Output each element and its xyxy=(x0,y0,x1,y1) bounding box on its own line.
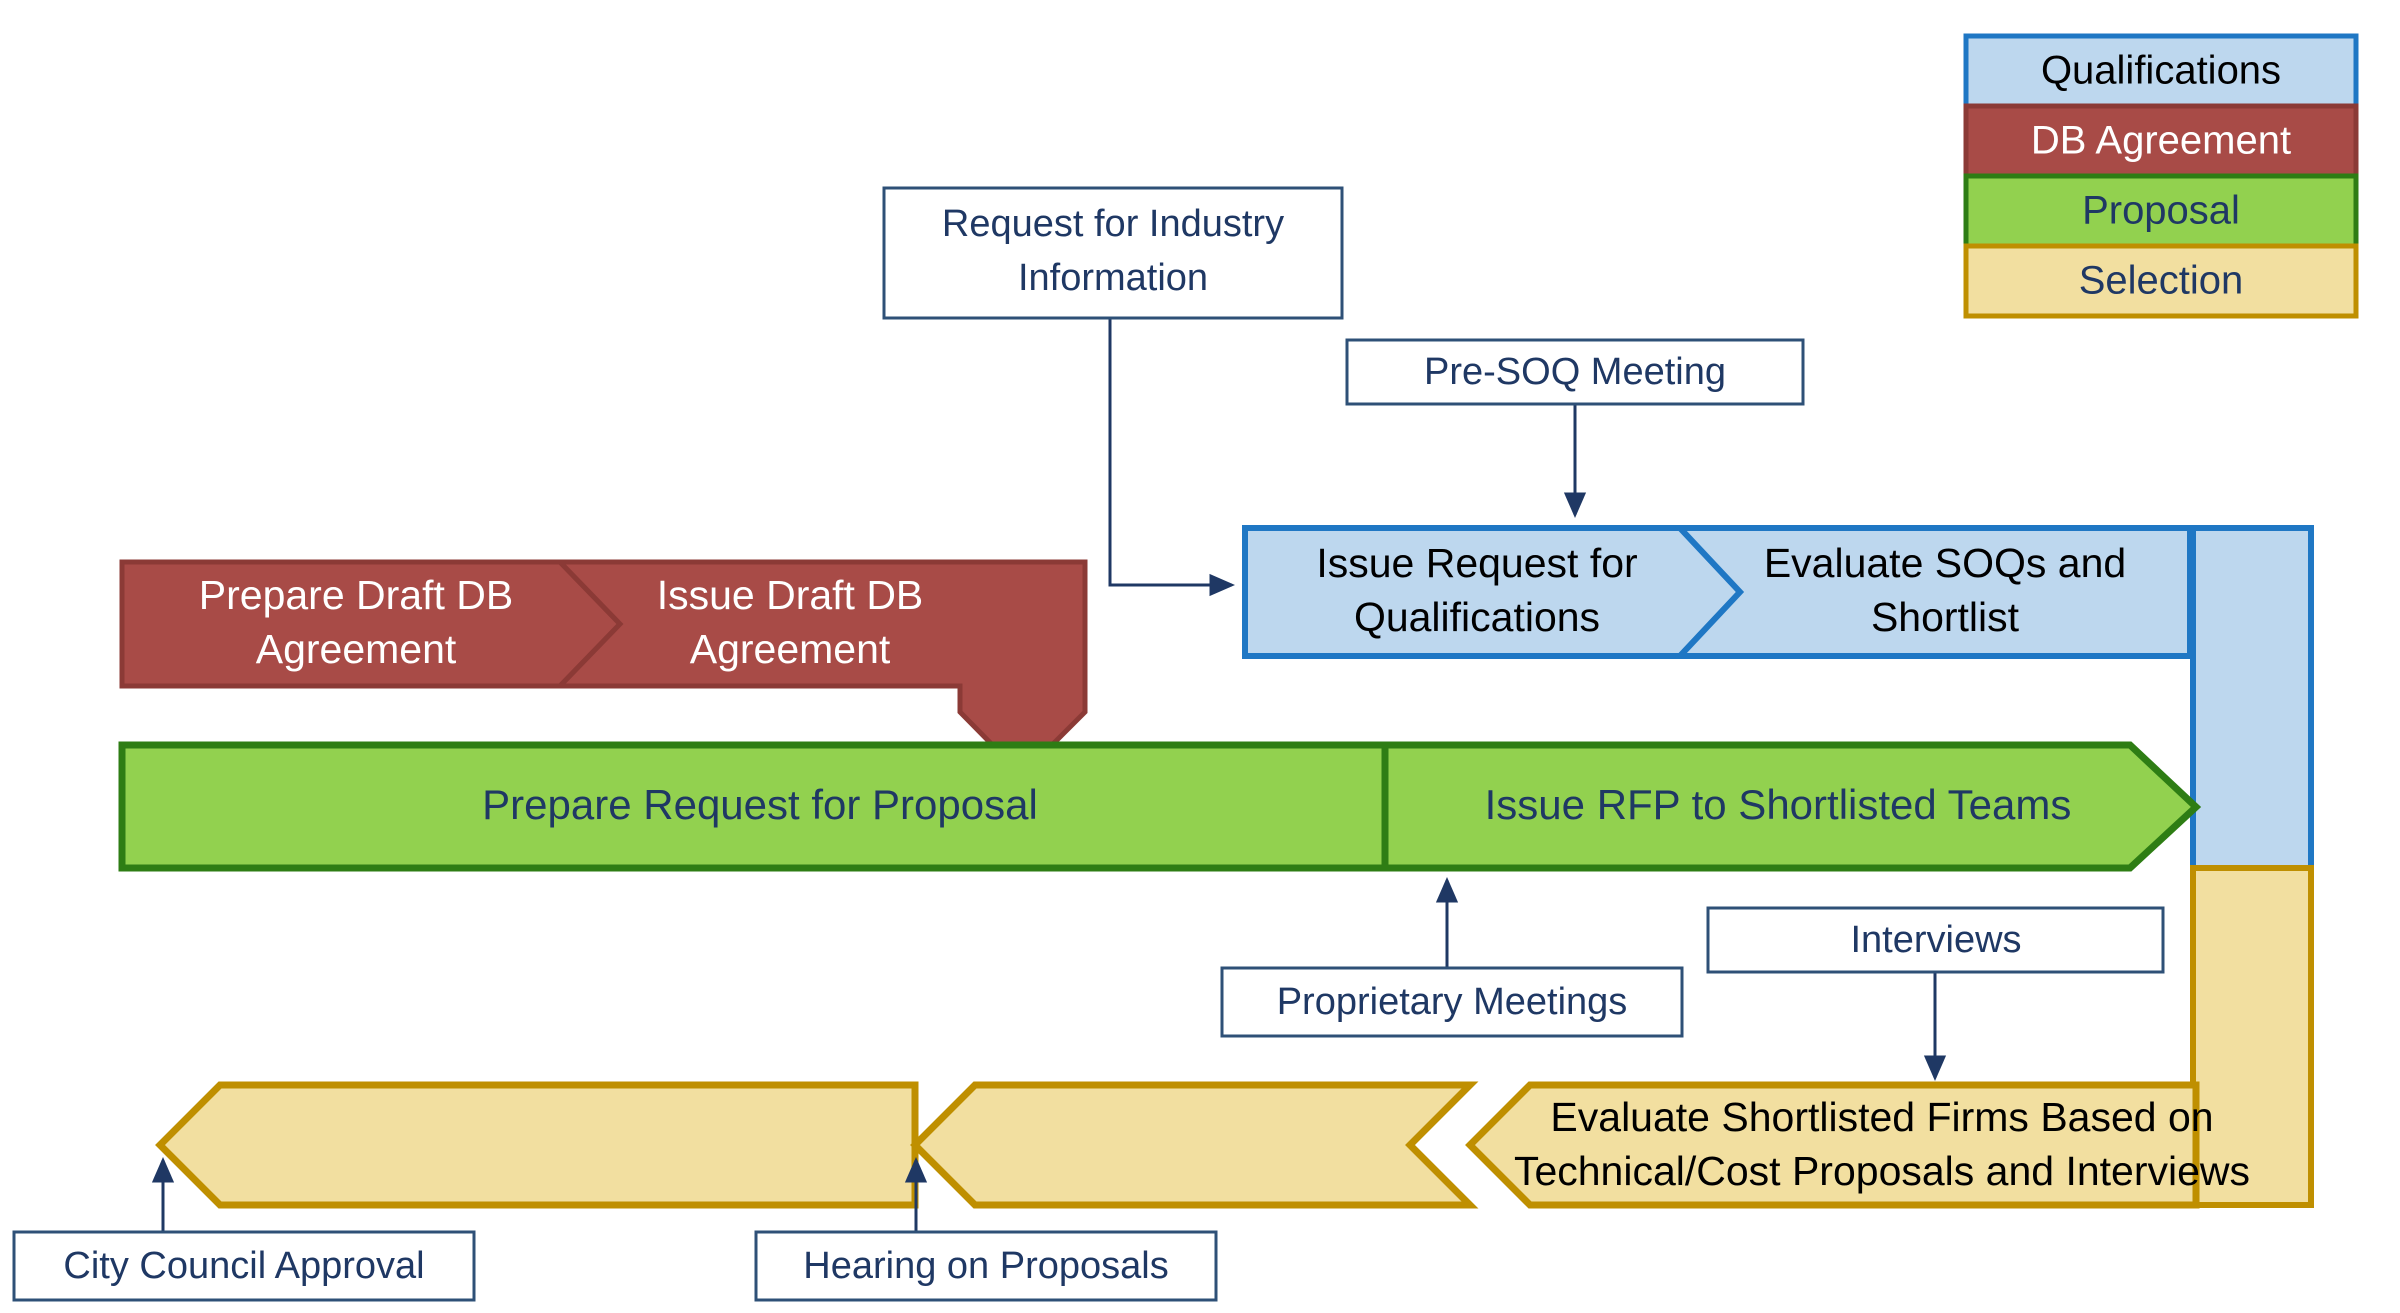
callout-hearing-on-proposals[interactable]: Hearing on Proposals xyxy=(754,1230,1218,1302)
selection-band: Evaluate Shortlisted Firms Based on Tech… xyxy=(155,1081,2250,1209)
legend-swatch-proposal xyxy=(1963,173,2359,249)
proposal-step-1-label: Prepare Request for Proposal xyxy=(482,781,1038,828)
qualifications-step-2-label-line1: Evaluate SOQs and xyxy=(1764,540,2126,586)
selection-step-3-label-line2: Technical/Cost Proposals and Interviews xyxy=(1514,1148,2250,1194)
callout-box-interviews xyxy=(1706,906,2165,974)
legend-swatch-qualifications xyxy=(1963,33,2359,109)
callout-city-council-approval[interactable]: City Council Approval xyxy=(12,1230,476,1302)
proposal-step-2-label: Issue RFP to Shortlisted Teams xyxy=(1485,781,2072,828)
db-agreement-band: Prepare Draft DB Agreement Issue Draft D… xyxy=(119,559,1088,779)
legend-item-db-agreement[interactable]: DB Agreement xyxy=(1963,103,2359,179)
callout-text-city-council-approval: City Council Approval xyxy=(63,1245,424,1287)
legend-label-db-agreement: DB Agreement xyxy=(2031,119,2291,163)
legend-swatch-db-agreement xyxy=(1963,103,2359,179)
callout-text-pre-soq: Pre-SOQ Meeting xyxy=(1424,351,1726,393)
db-agreement-step-2-label-line2: Agreement xyxy=(690,626,891,672)
qualifications-step-1-label-line1: Issue Request for xyxy=(1316,540,1637,586)
callout-box-industry-info xyxy=(882,186,1344,320)
selection-band-vertical-tail xyxy=(2190,865,2314,1208)
callout-text-interviews: Interviews xyxy=(1850,919,2021,961)
proposal-band: Prepare Request for Proposal Issue RFP t… xyxy=(118,741,2202,872)
selection-step-2-shape[interactable] xyxy=(910,1081,1479,1209)
callout-text-proprietary-meetings: Proprietary Meetings xyxy=(1277,981,1628,1023)
qualifications-step-1-label-line2: Qualifications xyxy=(1354,594,1600,640)
callout-text-industry-info-line1: Request for Industry xyxy=(942,203,1284,245)
legend-label-selection: Selection xyxy=(2079,259,2244,303)
selection-step-3-shape[interactable] xyxy=(1465,1081,2200,1209)
callout-box-hearing-on-proposals xyxy=(754,1230,1218,1302)
legend-item-proposal[interactable]: Proposal xyxy=(1963,173,2359,249)
db-agreement-step-1-label-line2: Agreement xyxy=(256,626,457,672)
selection-step-3-label-line1: Evaluate Shortlisted Firms Based on xyxy=(1550,1094,2213,1140)
connector-industry-info-to-rfq xyxy=(1108,318,1235,597)
legend-item-selection[interactable]: Selection xyxy=(1963,243,2359,319)
callout-pre-soq-meeting[interactable]: Pre-SOQ Meeting xyxy=(1345,338,1805,406)
callout-request-for-industry-information[interactable]: Request for Industry Information xyxy=(882,186,1344,320)
qualifications-band: Issue Request for Qualifications Evaluat… xyxy=(1242,525,2193,659)
callout-box-city-council-approval xyxy=(12,1230,476,1302)
qualifications-band-vertical-tail xyxy=(2190,525,2314,871)
legend-swatch-selection xyxy=(1963,243,2359,319)
process-phase-legend: Qualifications DB Agreement Proposal Sel… xyxy=(1963,33,2359,319)
legend-label-proposal: Proposal xyxy=(2082,189,2240,233)
callout-box-proprietary-meetings xyxy=(1220,966,1684,1038)
callout-text-industry-info-line2: Information xyxy=(1018,257,1208,299)
db-agreement-step-1-label-line1: Prepare Draft DB xyxy=(199,572,513,618)
callout-box-pre-soq xyxy=(1345,338,1805,406)
qualifications-step-2-shape[interactable] xyxy=(1673,525,2193,659)
selection-step-1-shape[interactable] xyxy=(155,1081,919,1209)
qualifications-step-2-label-line2: Shortlist xyxy=(1871,594,2020,640)
callout-proprietary-meetings[interactable]: Proprietary Meetings xyxy=(1220,966,1684,1038)
callout-text-hearing-on-proposals: Hearing on Proposals xyxy=(803,1245,1168,1287)
proposal-step-2-shape[interactable] xyxy=(1381,741,2202,872)
legend-item-qualifications[interactable]: Qualifications xyxy=(1963,33,2359,109)
legend-label-qualifications: Qualifications xyxy=(2041,49,2281,93)
db-agreement-step-2-label-line1: Issue Draft DB xyxy=(657,572,924,618)
callout-interviews[interactable]: Interviews xyxy=(1706,906,2165,974)
